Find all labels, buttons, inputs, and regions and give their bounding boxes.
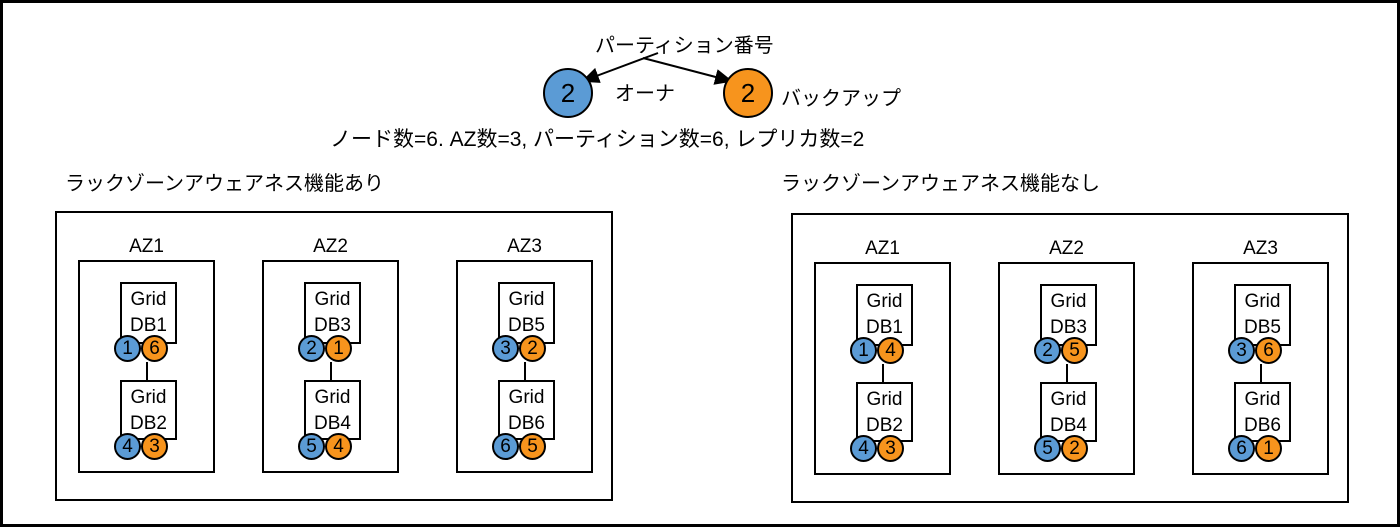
owner-partition-number: 2 xyxy=(560,77,576,108)
node-name-line1: Grid xyxy=(508,289,545,310)
node-name-line2: DB3 xyxy=(314,315,351,336)
panel-title-with-awareness: ラックゾーンアウェアネス機能あり xyxy=(65,173,384,195)
node-connector-line xyxy=(1260,364,1262,382)
node-name-line2: DB4 xyxy=(1050,415,1087,436)
backup-partition-circle: 5 xyxy=(519,433,546,460)
node-name-line1: Grid xyxy=(508,387,545,408)
backup-label: バックアップ xyxy=(781,88,901,110)
node-name-line1: Grid xyxy=(314,289,351,310)
owner-partition-circle: 5 xyxy=(298,433,325,460)
backup-partition-circle: 6 xyxy=(141,335,168,362)
owner-partition-circle: 4 xyxy=(114,433,141,460)
owner-partition-circle: 6 xyxy=(492,433,519,460)
arrow-to-backup xyxy=(642,57,733,85)
node-name-line2: DB5 xyxy=(508,315,545,336)
backup-partition-circle: 5 xyxy=(1061,337,1088,364)
backup-partition-circle: 3 xyxy=(877,435,904,462)
backup-partition-circle: 6 xyxy=(1255,337,1282,364)
owner-partition-circle: 6 xyxy=(1228,435,1255,462)
node-name-line1: Grid xyxy=(866,291,903,312)
node-connector-line xyxy=(146,362,148,380)
owner-partition-circle: 4 xyxy=(850,435,877,462)
owner-partition-circle: 3 xyxy=(1228,337,1255,364)
owner-partition-circle: 1 xyxy=(114,335,141,362)
backup-partition-circle: 4 xyxy=(325,433,352,460)
az-label: AZ2 xyxy=(1049,238,1084,259)
node-connector-line xyxy=(1066,364,1068,382)
az-label: AZ1 xyxy=(865,238,900,259)
node-name-line1: Grid xyxy=(314,387,351,408)
node-name-line1: Grid xyxy=(1244,389,1281,410)
cluster-config-text: ノード数=6. AZ数=3, パーティション数=6, レプリカ数=2 xyxy=(330,128,865,151)
owner-label: オーナ xyxy=(615,83,675,105)
node-name-line2: DB6 xyxy=(1244,415,1281,436)
node-name-line2: DB3 xyxy=(1050,317,1087,338)
node-name-line2: DB4 xyxy=(314,413,351,434)
legend-arrows xyxy=(581,52,733,85)
backup-partition-circle: 1 xyxy=(1255,435,1282,462)
node-name-line1: Grid xyxy=(1244,291,1281,312)
node-name-line1: Grid xyxy=(1050,389,1087,410)
node-connector-line xyxy=(330,362,332,380)
backup-partition-number: 2 xyxy=(740,77,756,108)
node-name-line2: DB1 xyxy=(130,315,167,336)
node-name-line1: Grid xyxy=(130,289,167,310)
node-name-line1: Grid xyxy=(1050,291,1087,312)
backup-partition-circle: 3 xyxy=(141,433,168,460)
partition-number-label: パーティション番号 xyxy=(595,35,774,57)
az-label: AZ3 xyxy=(1243,238,1278,259)
owner-partition-circle: 2 xyxy=(543,68,593,118)
node-connector-line xyxy=(882,364,884,382)
panel-title-without-awareness: ラックゾーンアウェアネス機能なし xyxy=(781,173,1100,195)
backup-partition-circle: 4 xyxy=(877,337,904,364)
az-label: AZ1 xyxy=(129,236,164,257)
node-name-line2: DB1 xyxy=(866,317,903,338)
backup-partition-circle: 2 xyxy=(723,68,773,118)
backup-partition-circle: 1 xyxy=(325,335,352,362)
az-label: AZ3 xyxy=(507,236,542,257)
node-name-line2: DB6 xyxy=(508,413,545,434)
node-name-line1: Grid xyxy=(866,389,903,410)
backup-partition-circle: 2 xyxy=(1061,435,1088,462)
az-label: AZ2 xyxy=(313,236,348,257)
owner-partition-circle: 2 xyxy=(298,335,325,362)
backup-partition-circle: 2 xyxy=(519,335,546,362)
node-name-line2: DB2 xyxy=(130,413,167,434)
node-name-line1: Grid xyxy=(130,387,167,408)
node-name-line2: DB5 xyxy=(1244,317,1281,338)
owner-partition-circle: 1 xyxy=(850,337,877,364)
owner-partition-circle: 5 xyxy=(1034,435,1061,462)
owner-partition-circle: 2 xyxy=(1034,337,1061,364)
node-connector-line xyxy=(524,362,526,380)
owner-partition-circle: 3 xyxy=(492,335,519,362)
node-name-line2: DB2 xyxy=(866,415,903,436)
